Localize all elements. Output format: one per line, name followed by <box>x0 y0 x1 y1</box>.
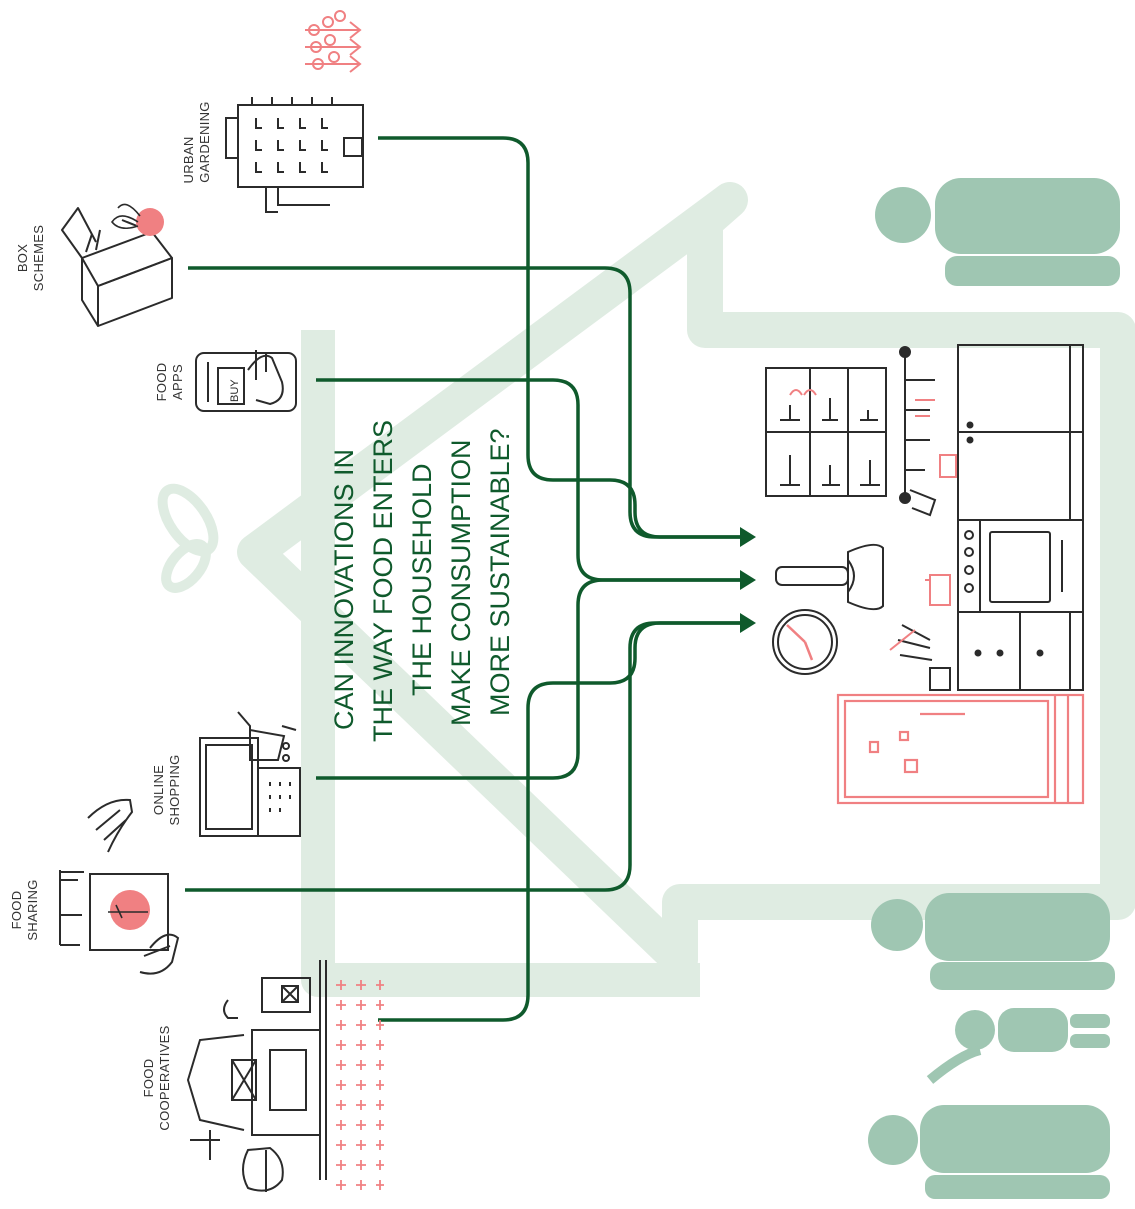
svg-text:SHOPPING: SHOPPING <box>167 754 182 825</box>
svg-text:SHARING: SHARING <box>25 879 40 940</box>
question-line-3: THE HOUSEHOLD <box>407 463 437 696</box>
flow-lines <box>185 136 742 1022</box>
svg-text:BOX: BOX <box>15 244 30 272</box>
plants-icon <box>305 10 362 73</box>
beetroot-icon <box>111 203 164 236</box>
svg-text:GARDENING: GARDENING <box>197 101 212 182</box>
svg-text:ONLINE: ONLINE <box>151 765 166 815</box>
svg-text:SCHEMES: SCHEMES <box>31 225 46 291</box>
building-icon <box>225 97 364 213</box>
fridge-icon <box>836 693 1085 805</box>
leaf-icon <box>157 483 219 593</box>
kitchen-icon <box>765 344 1084 691</box>
label-food-cooperatives: FOOD COOPERATIVES <box>141 1025 172 1130</box>
tomato-icon <box>108 890 150 930</box>
question-line-5: MORE SUSTAINABLE? <box>485 428 515 716</box>
sharing-box-icon <box>59 870 180 975</box>
lamp-icon <box>775 543 884 611</box>
label-urban-gardening: URBAN GARDENING <box>181 101 212 183</box>
svg-text:COOPERATIVES: COOPERATIVES <box>157 1025 172 1130</box>
question-line-2: THE WAY FOOD ENTERS <box>368 420 398 742</box>
question-line-1: CAN INNOVATIONS IN <box>329 449 359 730</box>
laptop-icon <box>199 737 301 837</box>
clock-hands <box>786 624 814 661</box>
kitchen-accents <box>789 389 957 651</box>
people-icon <box>875 178 1120 286</box>
svg-text:FOOD: FOOD <box>154 363 169 402</box>
field-icon <box>336 980 384 1190</box>
clock-icon <box>772 609 838 675</box>
svg-text:APPS: APPS <box>170 364 185 400</box>
barn-icon <box>186 960 327 1192</box>
svg-text:FOOD: FOOD <box>9 891 24 930</box>
svg-text:URBAN: URBAN <box>181 136 196 183</box>
label-food-sharing: FOOD SHARING <box>9 879 40 940</box>
hands-icon <box>87 798 134 853</box>
flow-arrowheads <box>740 527 756 633</box>
question-line-4: MAKE CONSUMPTION <box>446 439 476 726</box>
buy-text: BUY <box>229 379 241 402</box>
label-food-apps: FOOD APPS <box>154 363 185 402</box>
label-box-schemes: BOX SCHEMES <box>15 225 46 291</box>
box-icon <box>61 207 173 327</box>
label-online-shopping: ONLINE SHOPPING <box>151 754 182 825</box>
house-inner-wall-icon <box>301 330 700 997</box>
cart-icon <box>237 711 297 762</box>
house-arrow-icon <box>237 182 1135 978</box>
family-icon <box>868 893 1115 1199</box>
question-text: CAN INNOVATIONS IN THE WAY FOOD ENTERS T… <box>329 420 515 742</box>
svg-text:FOOD: FOOD <box>141 1059 156 1098</box>
phone-icon: BUY <box>195 350 297 412</box>
